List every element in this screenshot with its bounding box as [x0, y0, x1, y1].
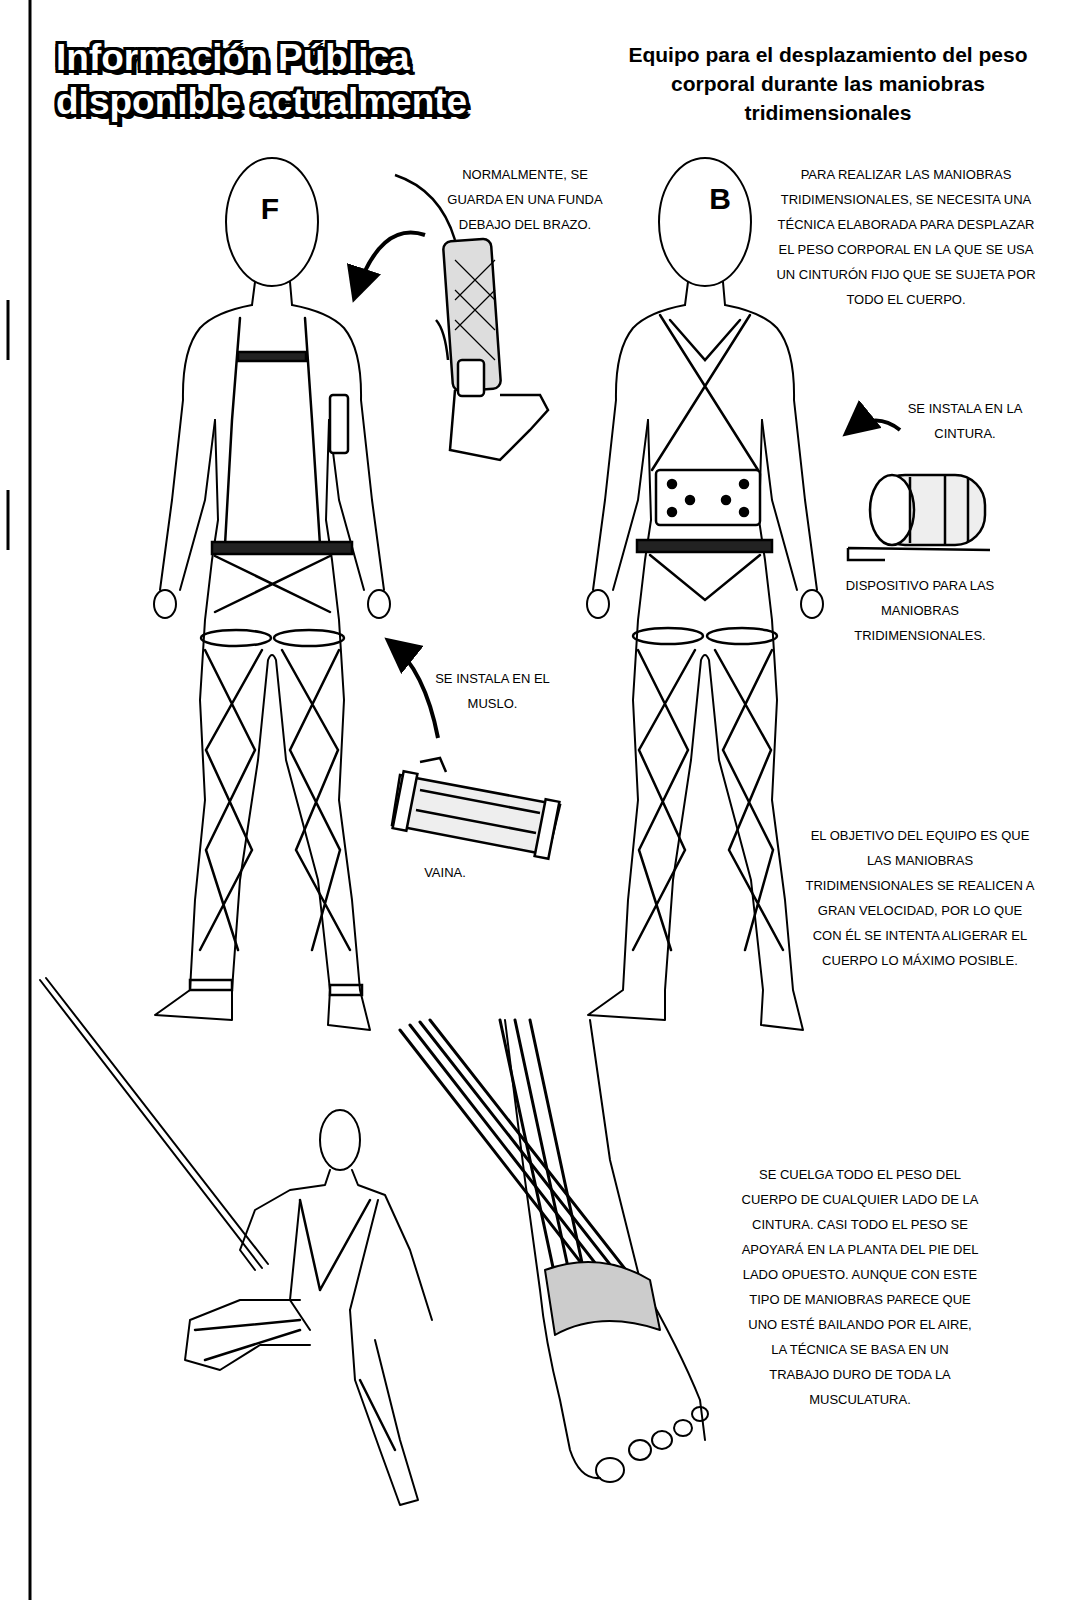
note-text: EL OBJETIVO DEL EQUIPO ES QUE LAS MANIOB…	[805, 823, 1035, 973]
page-title: Información Pública disponible actualmen…	[56, 36, 526, 124]
note-text: SE INSTALA EN LA CINTURA.	[895, 396, 1035, 446]
note-text: DISPOSITIVO PARA LAS MANIOBRAS TRIDIMENS…	[830, 573, 1010, 648]
note-text: VAINA.	[405, 860, 485, 885]
note-text: NORMALMENTE, SE GUARDA EN UNA FUNDA DEBA…	[440, 162, 610, 237]
note-text: B	[700, 182, 740, 216]
note-text: PARA REALIZAR LAS MANIOBRAS TRIDIMENSION…	[775, 162, 1037, 312]
note-text: F	[250, 192, 290, 226]
note-text: SE INSTALA EN EL MUSLO.	[425, 666, 560, 716]
note-text: SE CUELGA TODO EL PESO DEL CUERPO DE CUA…	[740, 1162, 980, 1412]
note-text: Equipo para el desplazamiento del peso c…	[628, 40, 1028, 127]
